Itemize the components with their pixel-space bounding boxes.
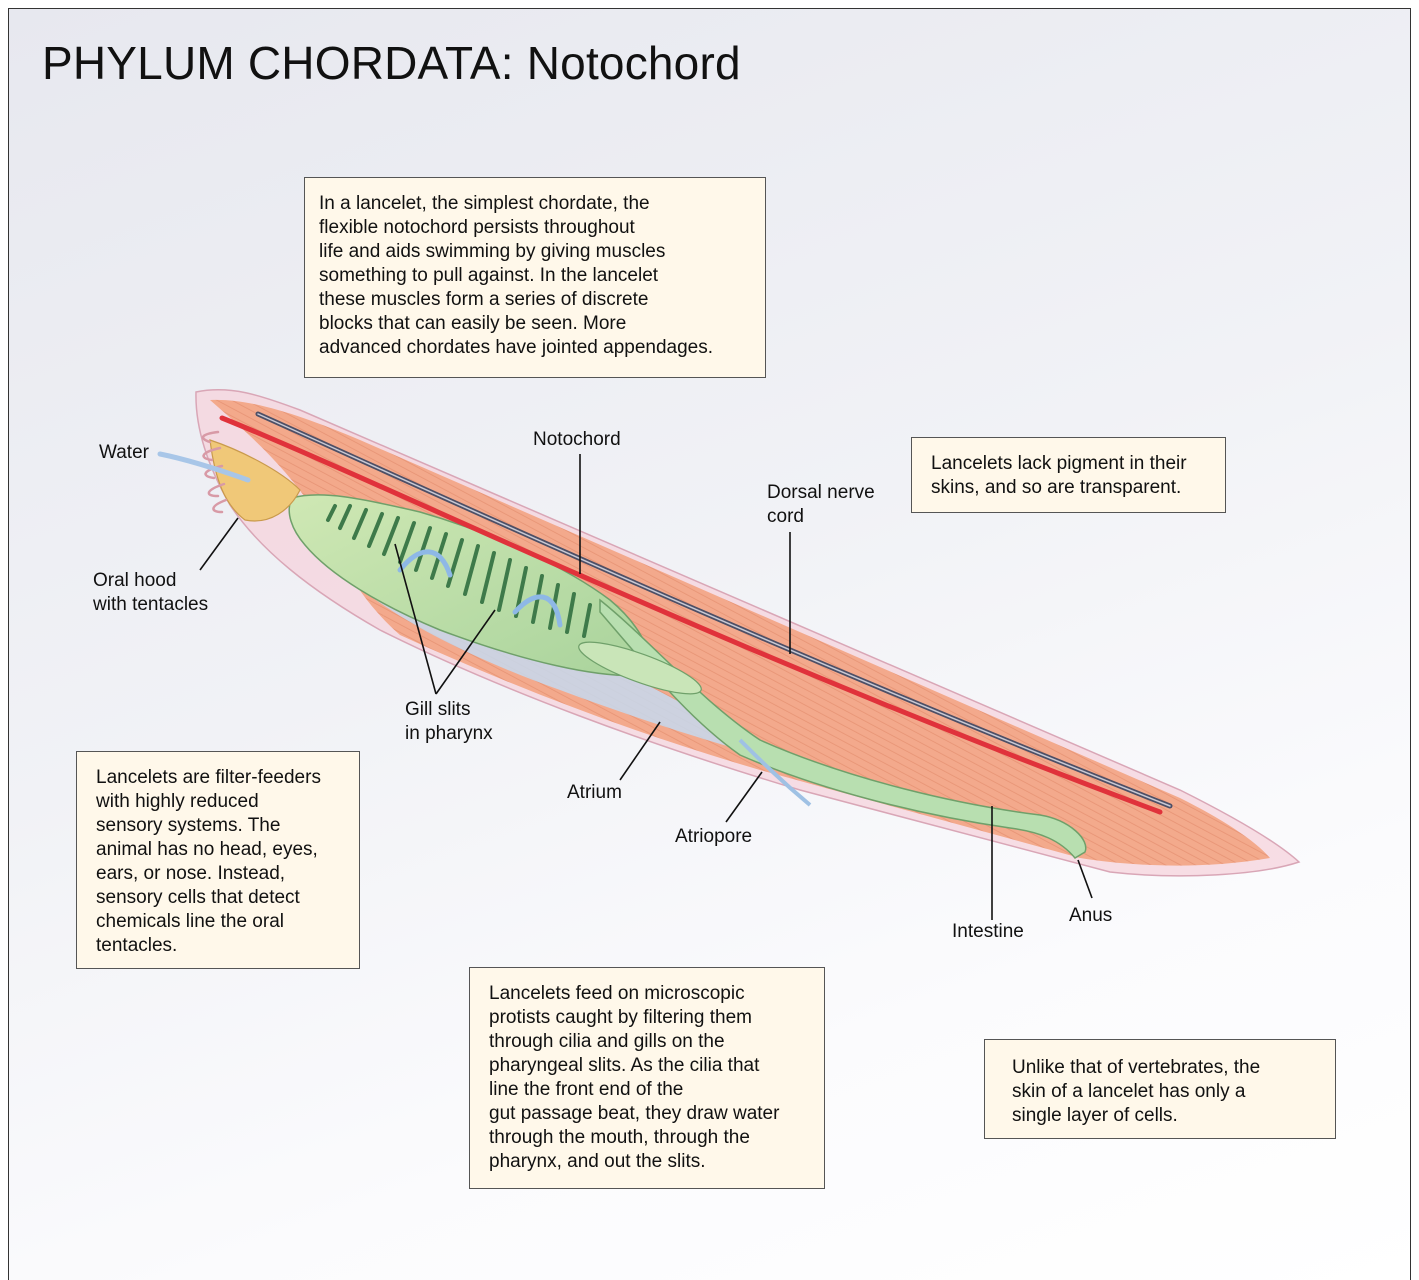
filter-feeders-info-box: Lancelets are filter-feeders with highly… [76,751,360,969]
label-notochord: Notochord [533,428,621,452]
label-anus: Anus [1069,904,1112,928]
label-atrium: Atrium [567,781,622,805]
label-atriopore: Atriopore [675,825,752,849]
skin-info-box: Unlike that of vertebrates, the skin of … [984,1039,1336,1139]
label-intestine: Intestine [952,920,1024,944]
label-water: Water [99,441,149,465]
pigment-info-box: Lancelets lack pigment in their skins, a… [911,437,1226,513]
notochord-info-box: In a lancelet, the simplest chordate, th… [304,177,766,378]
label-dorsal-nerve-cord: Dorsal nerve cord [767,481,875,529]
label-oral-hood: Oral hood with tentacles [93,569,208,617]
feeding-info-box: Lancelets feed on microscopic protists c… [469,967,825,1189]
label-gill-slits: Gill slits in pharynx [405,698,493,746]
